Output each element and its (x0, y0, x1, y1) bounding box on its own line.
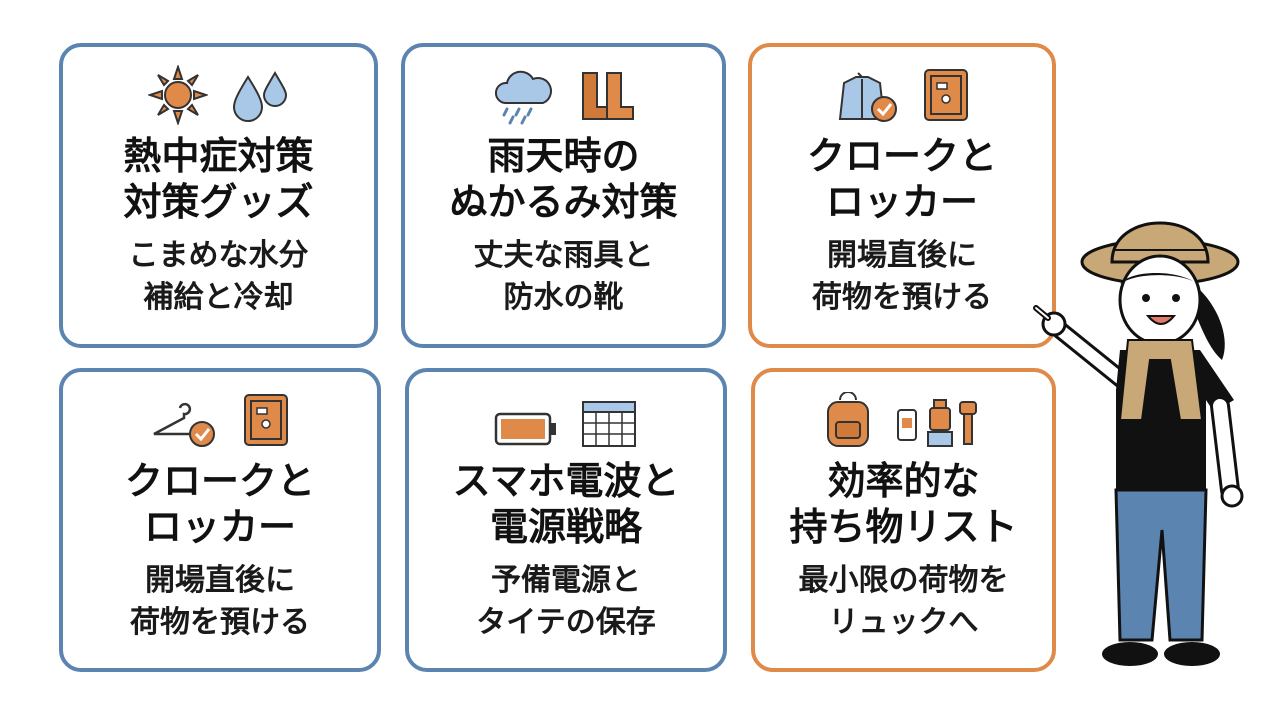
items-icon (896, 399, 977, 447)
card-icons (494, 386, 638, 450)
locker-icon (924, 69, 968, 121)
rain-boots-icon (581, 72, 634, 120)
card-subtitle: 開場直後に荷物を預ける (130, 563, 310, 640)
card-icons (491, 61, 637, 125)
card-subtitle: こまめな水分補給と冷却 (128, 238, 309, 315)
card-title: 効率的な持ち物リスト (789, 459, 1018, 549)
card-packing-list: 効率的な持ち物リスト 最小限の荷物をリュックへ (751, 368, 1056, 672)
shoe-icon (1164, 642, 1220, 666)
locker-icon (244, 394, 288, 446)
card-title: 雨天時のぬかるみ対策 (449, 134, 678, 224)
shoe-icon (1102, 642, 1158, 666)
calendar-icon (582, 401, 636, 447)
card-rain: 雨天時のぬかるみ対策 丈夫な雨具と防水の靴 (401, 43, 726, 348)
hair-icon (1194, 290, 1225, 360)
card-subtitle: 開場直後に荷物を預ける (812, 238, 992, 315)
card-icons (147, 61, 290, 125)
card-icons (834, 61, 970, 125)
card-title: クロークとロッカー (124, 459, 315, 549)
card-subtitle: 丈夫な雨具と防水の靴 (473, 238, 654, 315)
card-icons (824, 386, 984, 450)
card-title: クロークとロッカー (806, 134, 997, 224)
backpack-icon (826, 392, 869, 447)
card-title: 熱中症対策対策グッズ (123, 134, 314, 224)
rain-cloud-icon (494, 70, 552, 125)
card-cloak-1: クロークとロッカー 開場直後に荷物を預ける (748, 43, 1056, 348)
card-heatstroke: 熱中症対策対策グッズ こまめな水分補給と冷却 (59, 43, 378, 348)
card-cloak-2: クロークとロッカー 開場直後に荷物を預ける (59, 368, 381, 672)
card-subtitle: 最小限の荷物をリュックへ (798, 563, 1009, 640)
jacket-check-icon (838, 72, 897, 122)
card-subtitle: 予備電源とタイテの保存 (476, 563, 656, 640)
battery-icon (494, 412, 556, 446)
sun-icon (147, 65, 208, 125)
hanger-check-icon (153, 402, 215, 447)
card-phone-power: スマホ電波と電源戦略 予備電源とタイテの保存 (405, 368, 727, 672)
character-illustration (1033, 221, 1244, 666)
card-icons (150, 386, 290, 450)
card-title: スマホ電波と電源戦略 (452, 459, 680, 549)
water-drops-icon (232, 71, 287, 122)
